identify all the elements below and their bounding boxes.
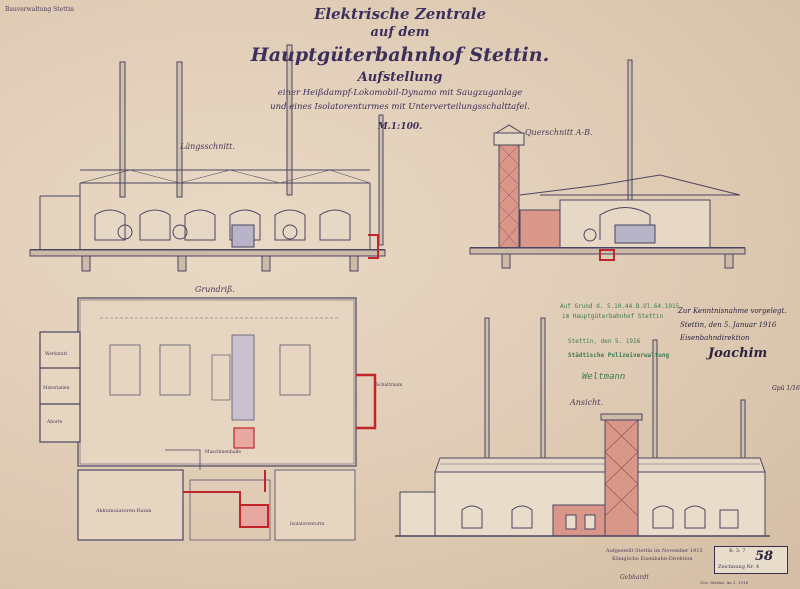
cross-section [469, 59, 746, 269]
cross-section-label: Querschnitt A-B. [525, 128, 593, 137]
ink-note-2: Stettin, den 5. Januar 1916 [680, 321, 777, 329]
room-label-accumulators: Akkumulatoren-Raum [96, 508, 152, 514]
floor-plan [39, 297, 377, 541]
room-label-tower: Isolatorenturm [290, 522, 325, 527]
title-line-3: Hauptgüterbahnhof Stettin. [250, 44, 550, 66]
footer-signature: Gebhardt [620, 574, 649, 581]
ink-note-1: Zur Kenntnisnahme vorgelegt. [678, 307, 787, 315]
green-note-2: im Hauptgüterbahnhof Stettin [562, 313, 664, 320]
longitudinal-section [29, 44, 386, 272]
room-label-toilets: Aborte [47, 420, 63, 425]
room-label-machine-hall: Maschinenhalle [205, 450, 242, 455]
ink-signature: Joachim [708, 346, 768, 361]
title-line-1: Elektrische Zentrale [313, 5, 487, 23]
elevation-label: Ansicht. [570, 398, 603, 407]
ink-side-note: Gpü 1/16 [772, 385, 800, 392]
box-drawing-no: Zeichnung Nr. 4 [718, 564, 760, 570]
description-line-1: einer Heißdampf-Lokomobil-Dynamo mit Sau… [277, 88, 523, 98]
room-label-workshop: Werkstatt [45, 352, 68, 357]
footer-footnote: Gez. Stettin, im 1. 1916 [700, 580, 749, 585]
description-line-2: und eines Isolatorenturmes mit Untervert… [270, 102, 530, 112]
box-number: 58 [755, 549, 774, 564]
longitudinal-section-label: Längsschnitt. [180, 142, 235, 151]
green-note-3: Stettin, den 5. 1916 [568, 338, 641, 345]
ink-note-3: Eisenbahndirektion [680, 334, 750, 342]
green-note-4: Städtische Polizeiverwaltung [568, 352, 670, 359]
box-ref: B. 3. 7 [729, 548, 746, 554]
green-signature: Weltmann [582, 372, 626, 382]
floor-plan-label: Grundriß. [195, 285, 235, 294]
corner-note: Bauverwaltung Stettin [5, 6, 74, 13]
drawing-number-box: B. 3. 7 58 Zeichnung Nr. 4 [714, 546, 788, 574]
elevation [395, 317, 770, 537]
room-label-switch: Schaltraum [376, 383, 403, 388]
room-label-materials: Materialien [43, 386, 70, 391]
footer-stamp-line-2: Königliche Eisenbahn-Direktion [612, 556, 693, 562]
footer-stamp-line-1: Aufgestellt Stettin im November 1915 [606, 548, 703, 554]
title-line-2: auf dem [370, 25, 430, 40]
green-note-1: Auf Grund d. 5.10.44.B.Ol.64.1915 [560, 303, 680, 310]
scale-label: M.1:100. [377, 122, 423, 132]
subtitle: Aufstellung [357, 70, 443, 85]
